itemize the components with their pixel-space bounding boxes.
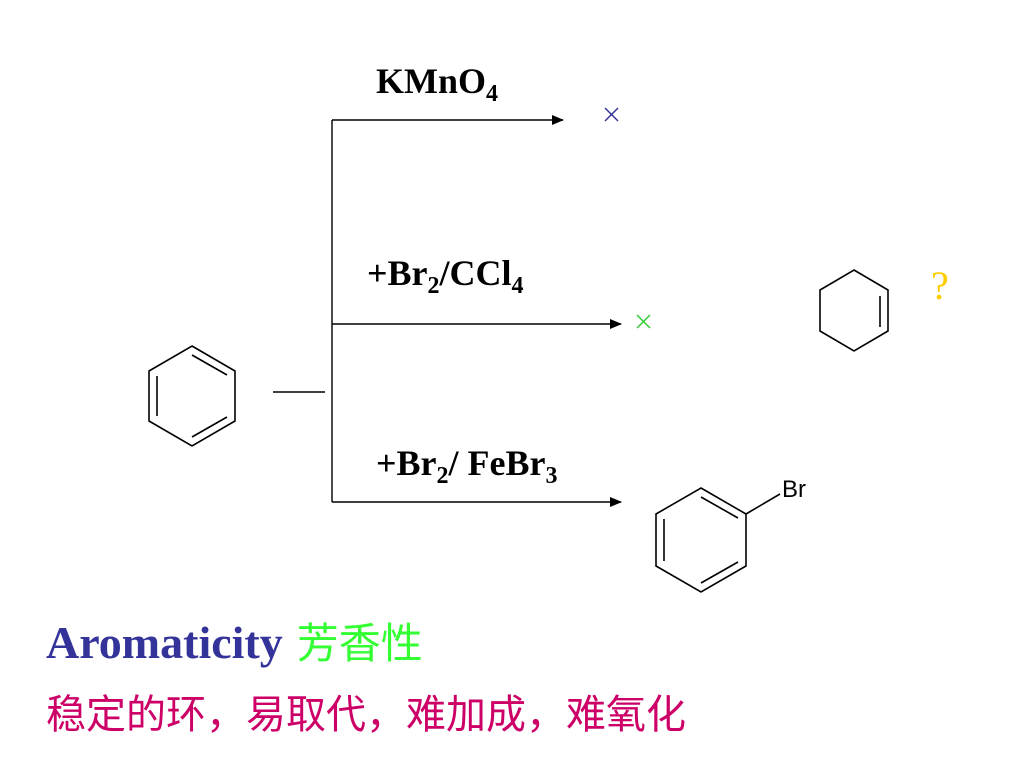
bromine-label: Br (782, 476, 806, 503)
reagent-br2-ccl4: +Br2/CCl4 (367, 253, 524, 299)
aromaticity-title-cn: 芳香性 (296, 619, 423, 668)
aromaticity-title: Aromaticity 芳香性 (46, 610, 423, 671)
aromatic-properties: 稳定的环，易取代，难加成，难氧化 (46, 692, 686, 738)
cyclohexene-structure (819, 269, 889, 352)
bromobenzene-structure (655, 487, 781, 593)
reagent-kmno4: KMnO4 (376, 61, 499, 107)
reagent-br2-febr3: +Br2/ FeBr3 (376, 443, 558, 489)
no-reaction-mark-br2-ccl4 (636, 314, 651, 329)
no-reaction-mark-kmno4 (604, 107, 619, 122)
aromaticity-title-en: Aromaticity (46, 617, 283, 668)
benzene-structure (148, 345, 236, 447)
question-mark: ? (931, 263, 949, 308)
